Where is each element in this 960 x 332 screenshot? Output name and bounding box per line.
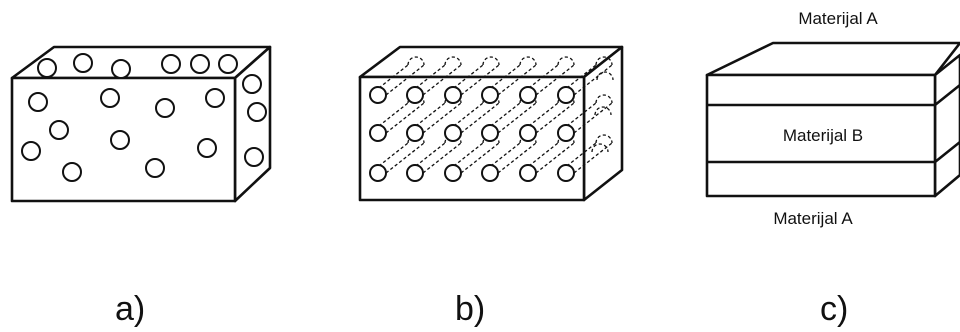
panel-b-top-face: [358, 45, 624, 79]
panel-b-fibre-composite: [358, 45, 624, 202]
panel-c-laminate-composite: Materijal A Materijal B Materijal A: [705, 9, 960, 228]
caption-c: c): [820, 290, 848, 328]
fibre-outline-13-b: [385, 142, 425, 174]
particle-6: [218, 54, 238, 74]
particle-13: [205, 88, 225, 108]
fibre-cross-section-15: [444, 164, 462, 182]
particle-17: [62, 162, 82, 182]
fibre-outline-14-b: [422, 142, 462, 174]
particle-5: [190, 54, 210, 74]
fibre-cross-section-3: [444, 86, 462, 104]
fibre-side-end-3: [591, 143, 609, 153]
layer-label-bottom: Materijal A: [773, 209, 853, 228]
fibre-outline-10-b: [497, 102, 537, 134]
particle-19: [145, 158, 165, 178]
fibre-cross-section-18: [557, 164, 575, 182]
particle-2: [73, 53, 93, 73]
fibre-outline-4-b: [497, 64, 537, 96]
fibre-outline-7-b: [385, 102, 425, 134]
fibre-end-2: [444, 56, 462, 66]
fibre-cross-section-13: [369, 164, 387, 182]
fibre-cross-section-2: [406, 86, 424, 104]
panel-a-particle-composite: [10, 45, 272, 203]
particle-1: [37, 58, 57, 78]
particle-4: [161, 54, 181, 74]
fibre-cross-section-11: [519, 124, 537, 142]
particle-10: [28, 92, 48, 112]
fibre-outline-2-b: [422, 64, 462, 96]
fibre-cross-section-6: [557, 86, 575, 104]
fibre-end-6: [595, 56, 613, 66]
panel-c-layer-side-1: [934, 83, 960, 107]
fibre-side-end-1: [596, 71, 614, 81]
particle-15: [110, 130, 130, 150]
fibre-cross-section-9: [444, 124, 462, 142]
fibre-outline-11-b: [535, 102, 575, 134]
fibre-end-12: [595, 94, 613, 104]
fibre-end-5: [557, 56, 575, 66]
fibre-cross-section-5: [519, 86, 537, 104]
fibre-outline-12-b: [573, 102, 613, 134]
panel-c-top-face: [705, 41, 960, 77]
fibre-cross-section-4: [481, 86, 499, 104]
layer-label-top: Materijal A: [798, 9, 878, 28]
fibre-outline-1-b: [385, 64, 425, 96]
fibre-outline-17-b: [535, 142, 575, 174]
particle-16: [21, 141, 41, 161]
fibre-cross-section-1: [369, 86, 387, 104]
fibre-outline-6-b: [573, 64, 613, 96]
fibre-end-18: [595, 134, 613, 144]
fibre-outline-16-b: [497, 142, 537, 174]
fibre-end-3: [482, 56, 500, 66]
fibre-cross-section-16: [481, 164, 499, 182]
fibre-outline-8-b: [422, 102, 462, 134]
fibre-group: [369, 56, 614, 182]
fibre-outline-3-b: [460, 64, 500, 96]
fibre-end-1: [407, 56, 425, 66]
fibre-outline-18-b: [573, 142, 613, 174]
particle-8: [247, 102, 267, 122]
fibre-outline-15-b: [460, 142, 500, 174]
particle-group: [21, 53, 267, 182]
particle-14: [49, 120, 69, 140]
particle-18: [197, 138, 217, 158]
particle-7: [242, 74, 262, 94]
panel-c-side-face: [933, 53, 960, 198]
fibre-cross-section-14: [406, 164, 424, 182]
fibre-cross-section-12: [557, 124, 575, 142]
panel-b-front-face: [358, 75, 586, 202]
fibre-cross-section-8: [406, 124, 424, 142]
panel-c-layer-side-2: [934, 140, 960, 164]
particle-3: [111, 59, 131, 79]
fibre-end-4: [519, 56, 537, 66]
fibre-outline-9-b: [460, 102, 500, 134]
caption-a: a): [115, 290, 145, 328]
fibre-cross-section-17: [519, 164, 537, 182]
particle-12: [155, 98, 175, 118]
panel-c-front-face: [705, 73, 937, 198]
fibre-cross-section-7: [369, 124, 387, 142]
fibre-outline-5-b: [535, 64, 575, 96]
particle-11: [100, 88, 120, 108]
fibre-side-end-2: [594, 106, 612, 116]
fibre-cross-section-10: [481, 124, 499, 142]
caption-b: b): [455, 290, 485, 328]
particle-9: [244, 147, 264, 167]
layer-label-middle: Materijal B: [783, 126, 863, 145]
